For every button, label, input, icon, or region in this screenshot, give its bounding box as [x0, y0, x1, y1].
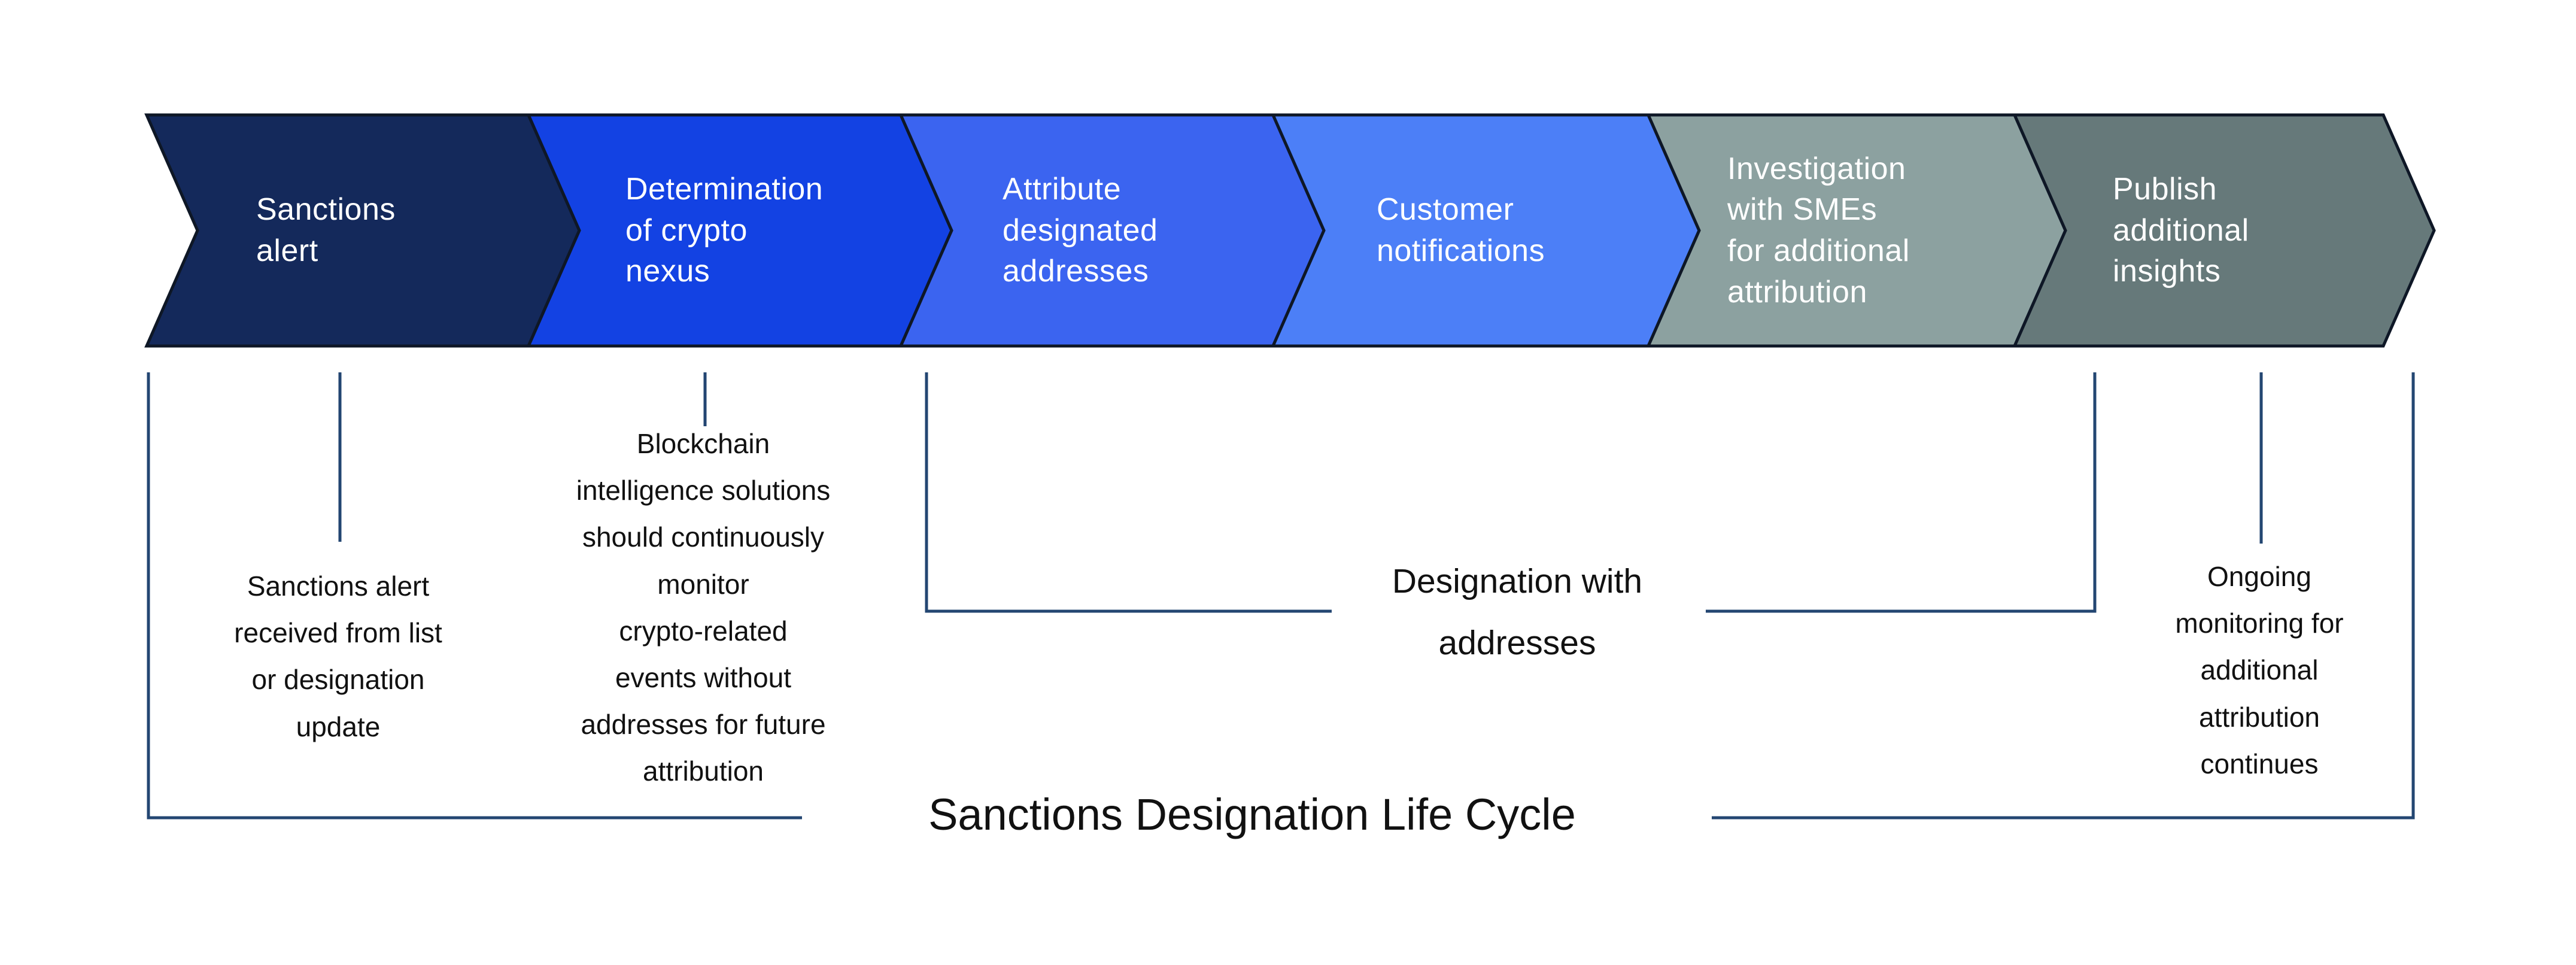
note-designation-with-addresses: Designation with addresses [1392, 562, 1643, 662]
connector-left-bracket [147, 372, 802, 820]
stage-label-sanctions-alert: Sanctions alert [256, 192, 396, 268]
stage-label-investigation-smes: Investigation with SMEs for additional a… [1727, 151, 1910, 309]
diagram-title: Sanctions Designation Life Cycle [928, 790, 1576, 839]
stage-label-attribute-addresses: Attribute designated addresses [1003, 172, 1158, 289]
stage-label-determination-crypto: Determination of crypto nexus [625, 172, 824, 289]
note-blockchain-intelligence: Blockchain intelligence solutions should… [576, 428, 831, 787]
connector-bracket-designation-right [1706, 372, 2097, 613]
connector-bracket-designation-left [925, 372, 1332, 613]
note-sanctions-alert-received: Sanctions alert received from list or de… [234, 570, 442, 742]
chevron-stage-6 [2012, 113, 2436, 348]
stage-label-customer-notifications: Customer notifications [1377, 192, 1545, 268]
stage-label-publish-insights: Publish additional insights [2113, 172, 2249, 289]
connector-right-bracket [1712, 372, 2415, 820]
note-ongoing-monitoring: Ongoing monitoring for additional attrib… [2175, 561, 2344, 779]
